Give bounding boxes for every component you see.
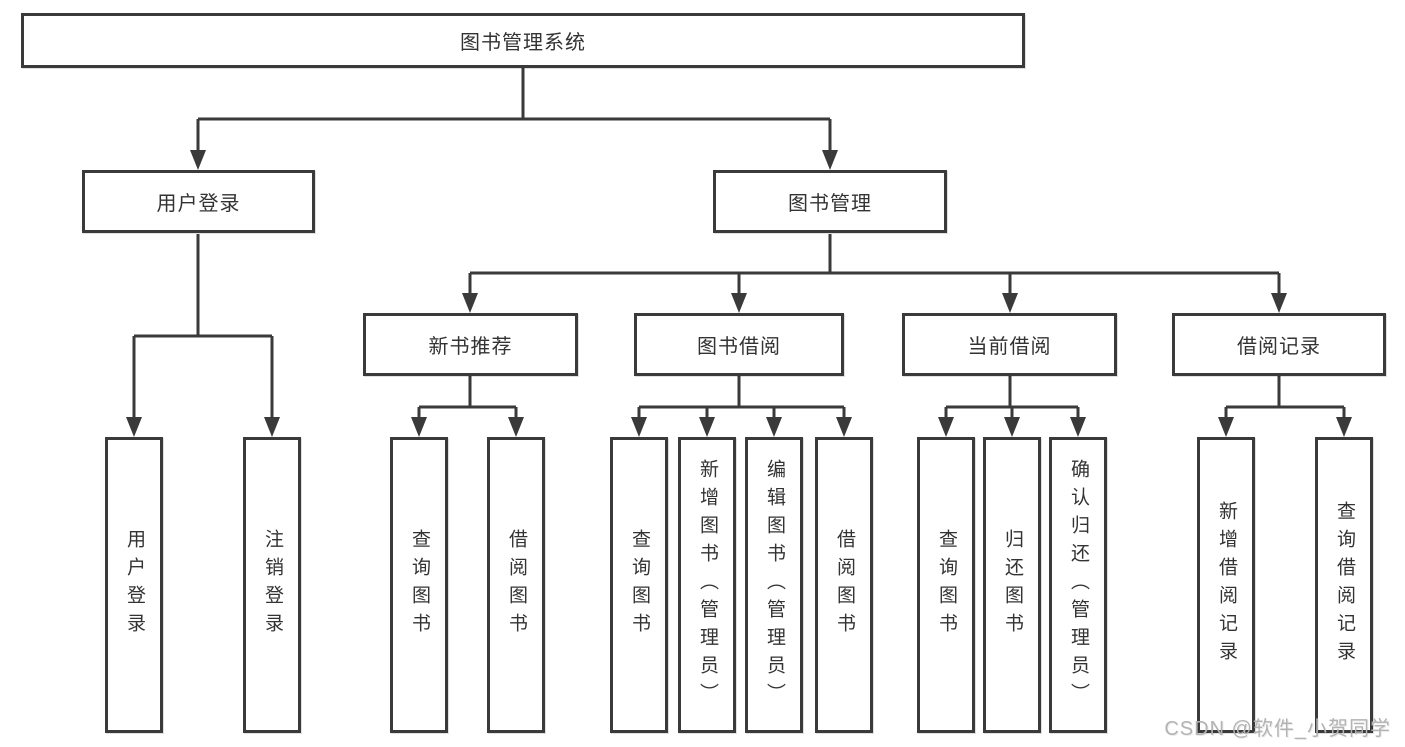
node-borrow-records: 借阅记录 bbox=[1172, 313, 1386, 376]
leaf-nb-borrow-books: 借阅图书 bbox=[487, 437, 545, 733]
leaf-bb-add-book-admin: 新增图书︵管理员︶ bbox=[678, 437, 736, 733]
leaf-bb-query-books: 查询图书 bbox=[610, 437, 668, 733]
leaf-user-login: 用户登录 bbox=[105, 437, 163, 733]
node-new-book-recommend: 新书推荐 bbox=[363, 313, 578, 376]
node-current-borrowing: 当前借阅 bbox=[902, 313, 1117, 376]
leaf-cb-return-books: 归还图书 bbox=[983, 437, 1041, 733]
node-user-login: 用户登录 bbox=[82, 170, 315, 233]
node-book-management: 图书管理 bbox=[713, 170, 947, 233]
csdn-watermark: CSDN @软件_小贺同学 bbox=[1164, 718, 1391, 740]
leaf-br-add-record: 新增借阅记录 bbox=[1197, 437, 1255, 733]
leaf-nb-query-books: 查询图书 bbox=[390, 437, 448, 733]
leaf-bb-borrow-books: 借阅图书 bbox=[815, 437, 873, 733]
leaf-logout: 注销登录 bbox=[243, 437, 301, 733]
node-book-borrowing: 图书借阅 bbox=[634, 313, 844, 376]
leaf-bb-edit-book-admin: 编辑图书︵管理员︶ bbox=[745, 437, 803, 733]
node-system-root: 图书管理系统 bbox=[21, 13, 1025, 68]
leaf-br-query-record: 查询借阅记录 bbox=[1315, 437, 1373, 733]
leaf-cb-query-books: 查询图书 bbox=[917, 437, 975, 733]
leaf-cb-confirm-return-admin: 确认归还︵管理员︶ bbox=[1049, 437, 1107, 733]
